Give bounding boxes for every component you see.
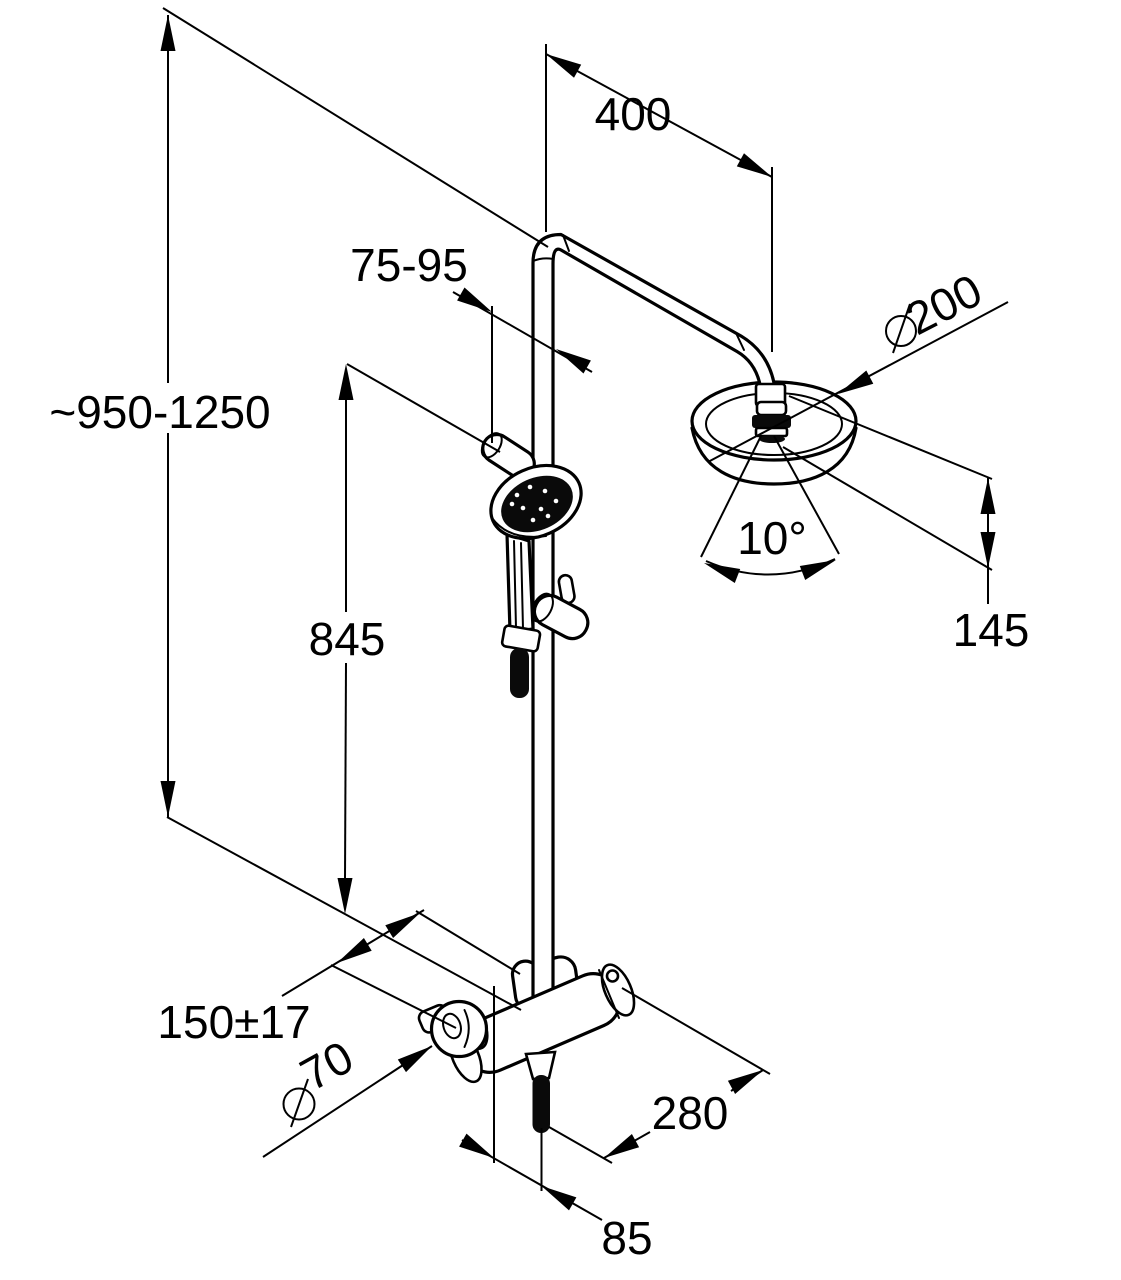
- dimension-wall-bracket-range: [452, 287, 593, 443]
- mixer-knob: [429, 999, 489, 1059]
- dimension-spray-angle: [700, 435, 840, 583]
- label-spray-angle: 10°: [737, 512, 807, 564]
- mixer-hose-outlet: [532, 1075, 550, 1133]
- dimension-hose-offset: [459, 986, 603, 1221]
- hand-shower-spray-face: [501, 475, 573, 533]
- dimension-handle-diameter: [262, 1045, 433, 1158]
- thermostatic-mixer: [417, 963, 636, 1133]
- hand-shower: [489, 463, 583, 698]
- label-lower-projection: 280: [652, 1087, 729, 1139]
- dimension-head-diameter: [707, 301, 1009, 463]
- slide-bar-clamp: [530, 592, 590, 641]
- hand-shower-handle: [505, 532, 535, 634]
- label-head-height-drop: 145: [953, 604, 1030, 656]
- hose-outlet-cone: [524, 1050, 557, 1081]
- dimension-slide-bar-height: [337, 363, 501, 914]
- label-head-diameter: 200: [898, 264, 990, 345]
- label-hose-offset: 85: [601, 1212, 652, 1264]
- handle-collar: [500, 624, 542, 653]
- label-slide-bar-height: 845: [309, 613, 386, 665]
- dimension-height-range: [160, 7, 549, 1011]
- dimension-top-projection: [545, 44, 773, 352]
- dimension-head-height-drop: [782, 395, 996, 604]
- head-connector-nut: [752, 400, 791, 443]
- mixer-screw-port: [605, 969, 620, 983]
- spray-nozzle-dots: [509, 484, 559, 523]
- diameter-symbol: [282, 1078, 316, 1128]
- diameter-symbol: [885, 303, 917, 354]
- dimension-lower-projection: [548, 987, 771, 1164]
- pipe-seams: [532, 234, 745, 351]
- hand-shower-hose-end: [510, 648, 529, 698]
- dimension-supply-spacing: [281, 909, 521, 1029]
- label-top-projection: 400: [595, 88, 672, 140]
- label-wall-bracket-range: 75-95: [350, 239, 468, 291]
- label-supply-spacing: 150±17: [157, 996, 310, 1048]
- label-height-range: ~950-1250: [49, 386, 270, 438]
